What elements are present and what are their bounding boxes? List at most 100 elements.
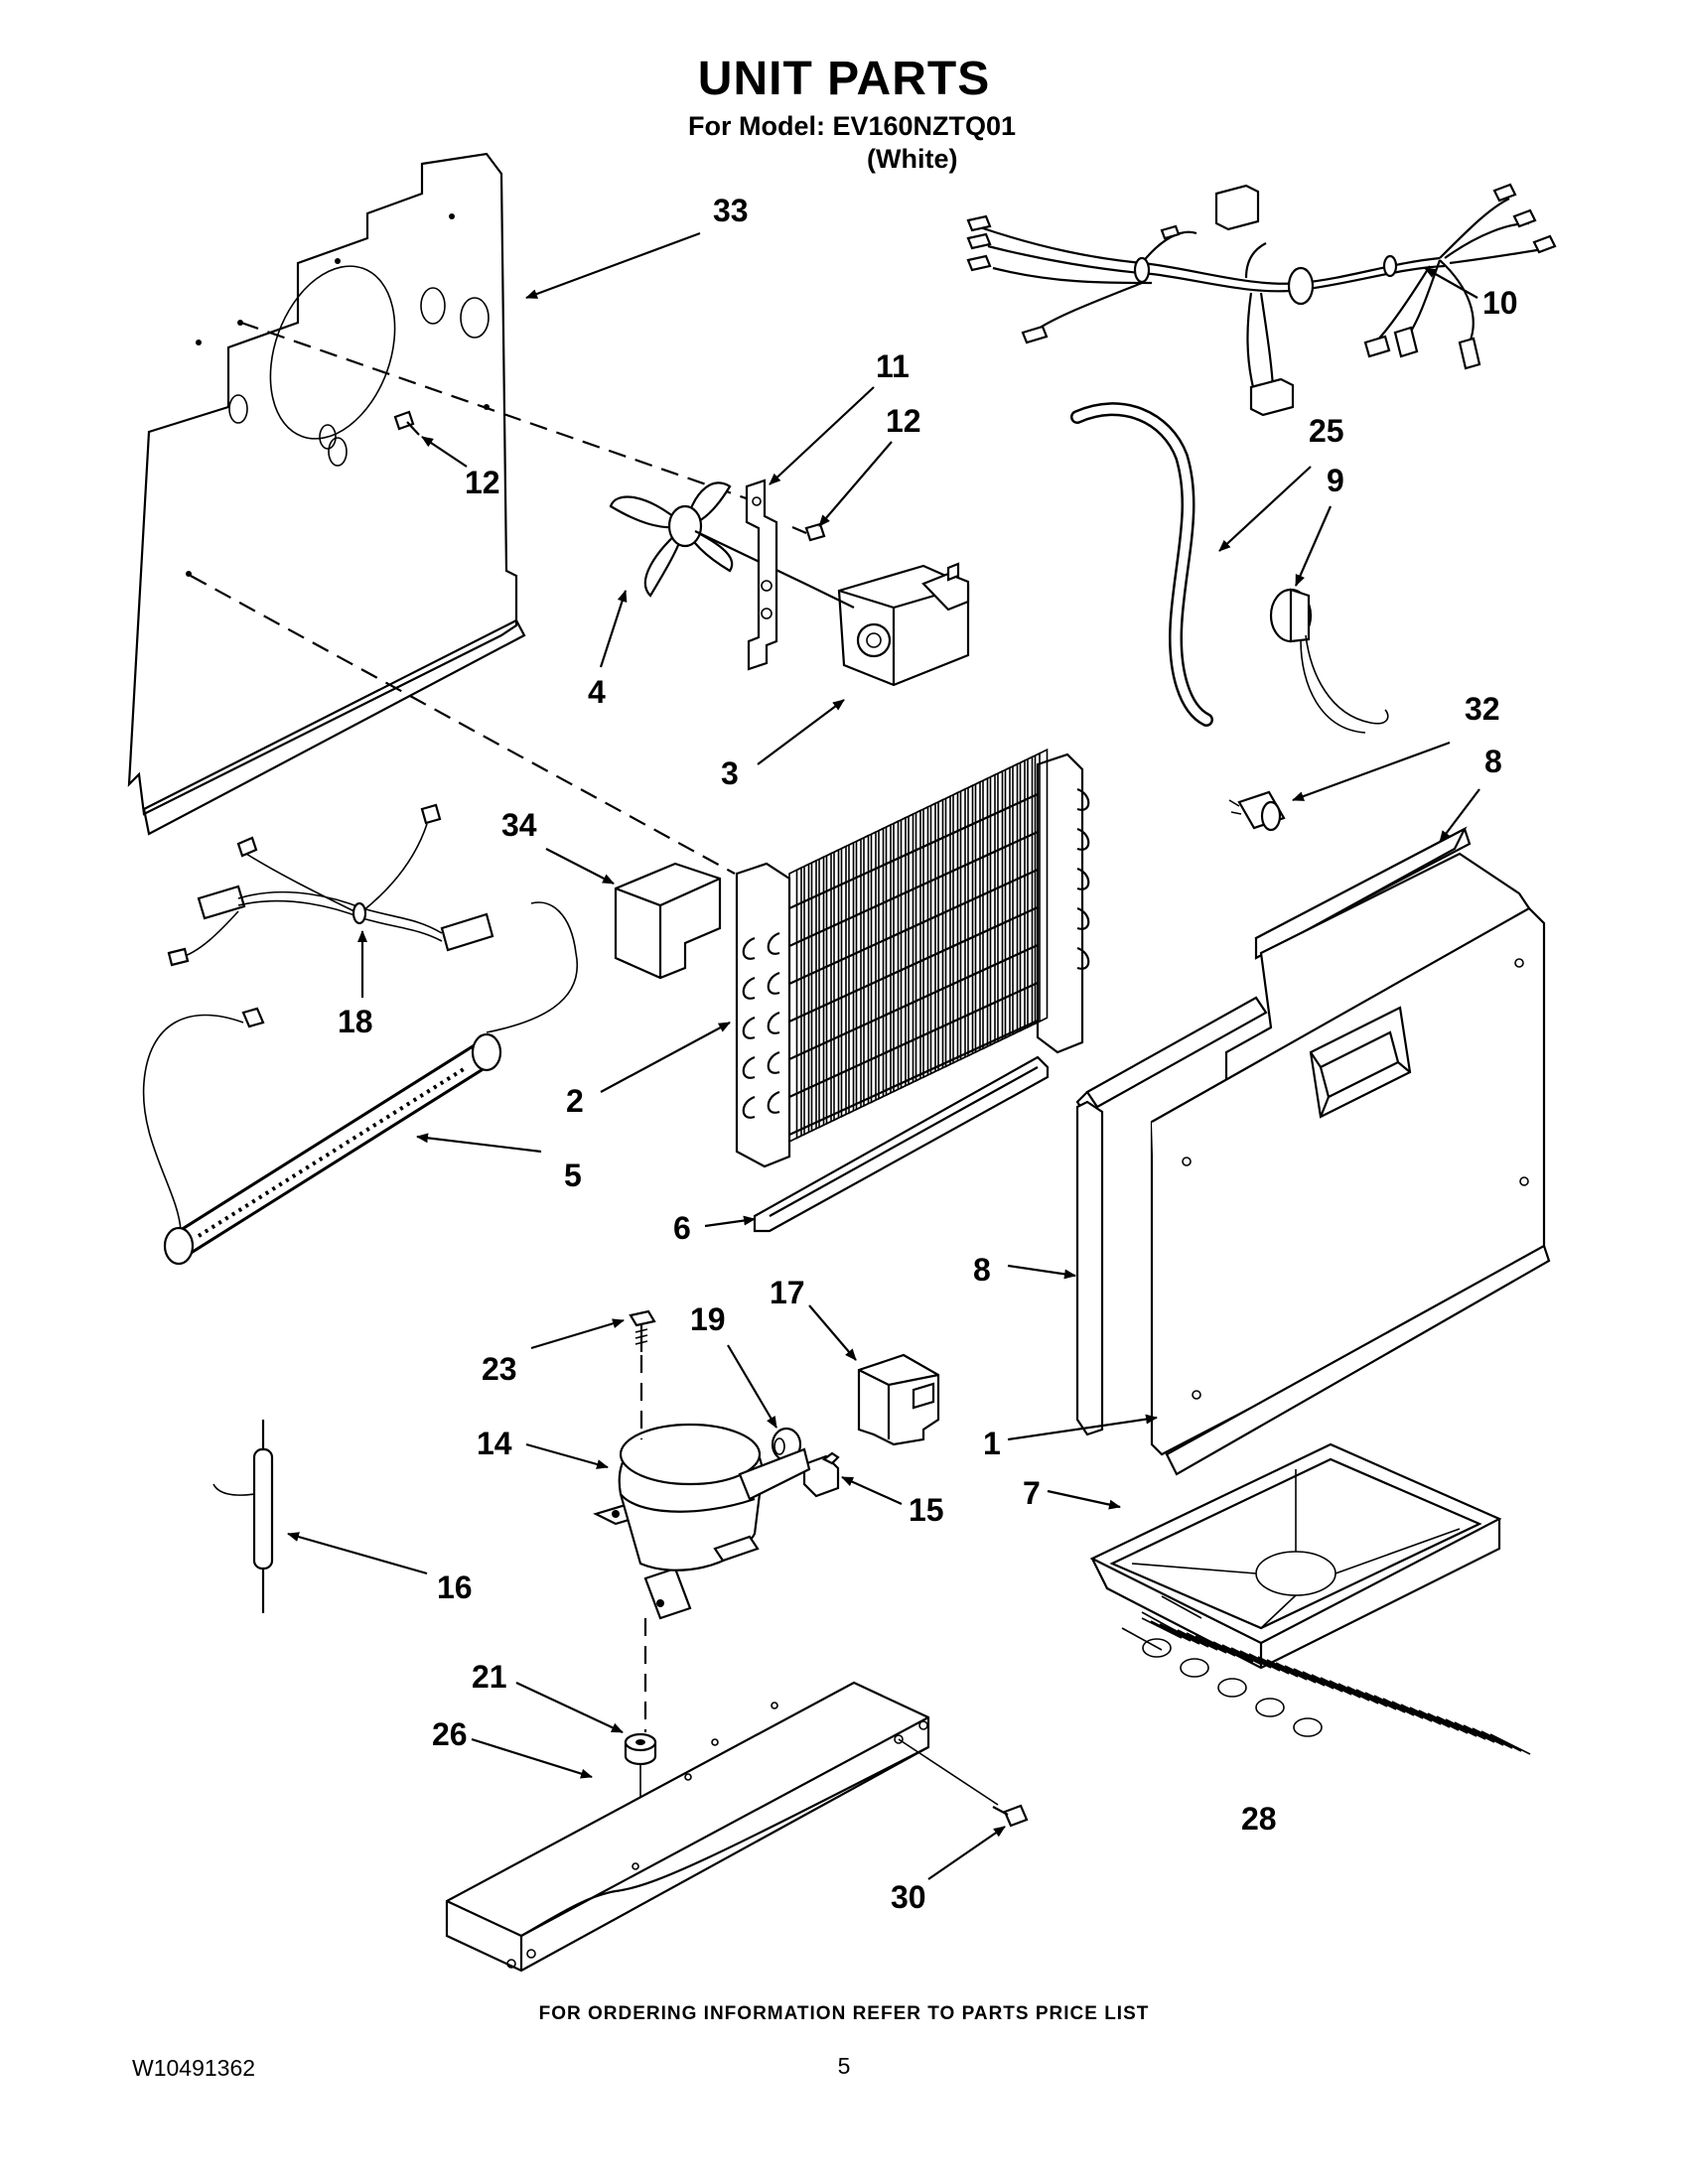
drain-coil-wire — [1284, 1665, 1326, 1687]
drain-coil-loop — [1180, 1658, 1209, 1678]
callout-8: 8 — [1484, 744, 1502, 779]
drain-coil-wire — [1329, 1680, 1370, 1702]
capacitor-part — [1228, 790, 1286, 832]
motor-bracket-part — [745, 478, 778, 671]
drain-coil-wire — [1275, 1662, 1317, 1684]
main-wire-harness-part — [966, 183, 1557, 417]
evaporator-tube — [788, 831, 1039, 947]
drain-coil-wire — [1311, 1674, 1352, 1696]
drain-tube-part — [1070, 402, 1213, 727]
drain-coil-wire — [1409, 1706, 1451, 1728]
callout-12: 12 — [886, 403, 921, 439]
fan-motor-part — [808, 562, 970, 687]
mounting-bolt-part — [629, 1309, 656, 1352]
drain-coil-wire — [1427, 1712, 1469, 1734]
callout-33: 33 — [713, 193, 749, 228]
drain-coil-wire — [1266, 1659, 1308, 1681]
evaporator-tube — [788, 906, 1039, 1023]
model-line: For Model: EV160NZTQ01 — [688, 111, 1017, 141]
fan-blade-part — [609, 481, 810, 598]
callout-6: 6 — [673, 1210, 691, 1246]
drain-coil-wire — [1177, 1629, 1218, 1651]
evaporator-tube — [788, 1020, 1039, 1136]
callout-2: 2 — [566, 1083, 584, 1119]
drain-coil-wire — [1221, 1644, 1263, 1666]
drain-coil-wire — [1293, 1668, 1335, 1690]
drain-coil-wire — [1141, 1617, 1183, 1639]
color-line: (White) — [867, 144, 958, 174]
drain-coil-wire — [1382, 1698, 1424, 1719]
callout-16: 16 — [437, 1570, 473, 1605]
evaporator-tube — [788, 982, 1039, 1098]
callout-18: 18 — [338, 1004, 373, 1039]
drain-coil-wire — [1320, 1677, 1361, 1699]
callout-11: 11 — [876, 348, 910, 384]
drain-coil-wire — [1463, 1724, 1504, 1746]
compressor-part — [593, 1423, 811, 1620]
terminal-cover-part — [802, 1451, 840, 1498]
drain-coil-wire — [1159, 1623, 1200, 1645]
callout-9: 9 — [1327, 463, 1344, 498]
page-number: 5 — [837, 2053, 851, 2079]
drain-coil-wire — [1346, 1686, 1388, 1707]
evaporator-tube — [788, 944, 1039, 1060]
callout-17: 17 — [770, 1275, 805, 1310]
drain-coil-wire — [1212, 1641, 1254, 1663]
evaporator-fin — [1034, 748, 1049, 1025]
drain-coil-wire — [1418, 1709, 1460, 1731]
relay-part — [857, 1353, 940, 1446]
drain-trough-part — [753, 1055, 1050, 1233]
drain-coil-wire — [1472, 1727, 1513, 1749]
drain-coil-wire — [1400, 1704, 1442, 1725]
drain-coil-loop — [1217, 1678, 1247, 1698]
drain-coil-wire — [1480, 1730, 1522, 1752]
callout-4: 4 — [588, 674, 606, 710]
document-number: W10491362 — [132, 2055, 256, 2081]
evaporator-tube-loops — [742, 787, 1090, 1119]
callout-7: 7 — [1023, 1475, 1041, 1511]
drain-coil-wire — [1168, 1626, 1209, 1648]
callout-32: 32 — [1465, 691, 1500, 727]
ordering-note: FOR ORDERING INFORMATION REFER TO PARTS … — [538, 2003, 1150, 2024]
drain-coil-loop — [1293, 1717, 1323, 1737]
callout-26: 26 — [432, 1716, 468, 1752]
drain-coil-loop — [1255, 1698, 1285, 1717]
drain-coil-wire — [1257, 1656, 1299, 1678]
base-plate-part — [445, 1681, 930, 1973]
screw-part — [791, 522, 826, 542]
drain-coil-wire — [1186, 1632, 1227, 1654]
callout-30: 30 — [891, 1879, 926, 1915]
callout-28: 28 — [1241, 1801, 1277, 1837]
evaporator-part — [735, 748, 1090, 1168]
callout-25: 25 — [1309, 413, 1344, 449]
drain-pan-part — [1089, 1442, 1531, 1755]
callout-14: 14 — [477, 1426, 512, 1461]
drain-coil-wire — [1489, 1733, 1531, 1755]
callout-34: 34 — [501, 807, 537, 843]
drain-coil-wire — [1195, 1635, 1236, 1657]
overload-part — [771, 1427, 802, 1462]
callout-10: 10 — [1482, 285, 1518, 321]
defrost-heater-part — [142, 901, 579, 1266]
thermostat-part — [1269, 588, 1389, 734]
drain-coil-wire — [1436, 1715, 1477, 1737]
drain-coil-wire — [1445, 1718, 1486, 1740]
grommet-part — [624, 1732, 657, 1766]
drain-coil-wire — [1391, 1701, 1433, 1722]
drain-coil-wire — [1364, 1692, 1406, 1713]
screw-part — [393, 410, 420, 436]
evaporator-tube — [788, 793, 1039, 909]
callout-numbers: 33 10 11 12 12 25 9 4 3 32 8 34 18 2 5 6… — [338, 193, 1518, 1915]
base-screw-part — [992, 1804, 1029, 1828]
callout-1: 1 — [983, 1426, 1001, 1461]
callout-3: 3 — [721, 755, 739, 791]
cover-panel-part — [1075, 826, 1551, 1476]
drain-coil-wire — [1454, 1721, 1495, 1743]
drain-coil-wire — [1230, 1647, 1272, 1669]
page-title: UNIT PARTS — [697, 53, 991, 105]
back-panel-part — [127, 152, 526, 836]
callout-23: 23 — [482, 1351, 517, 1387]
callout-19: 19 — [690, 1301, 726, 1337]
filter-drier-part — [212, 1420, 274, 1613]
